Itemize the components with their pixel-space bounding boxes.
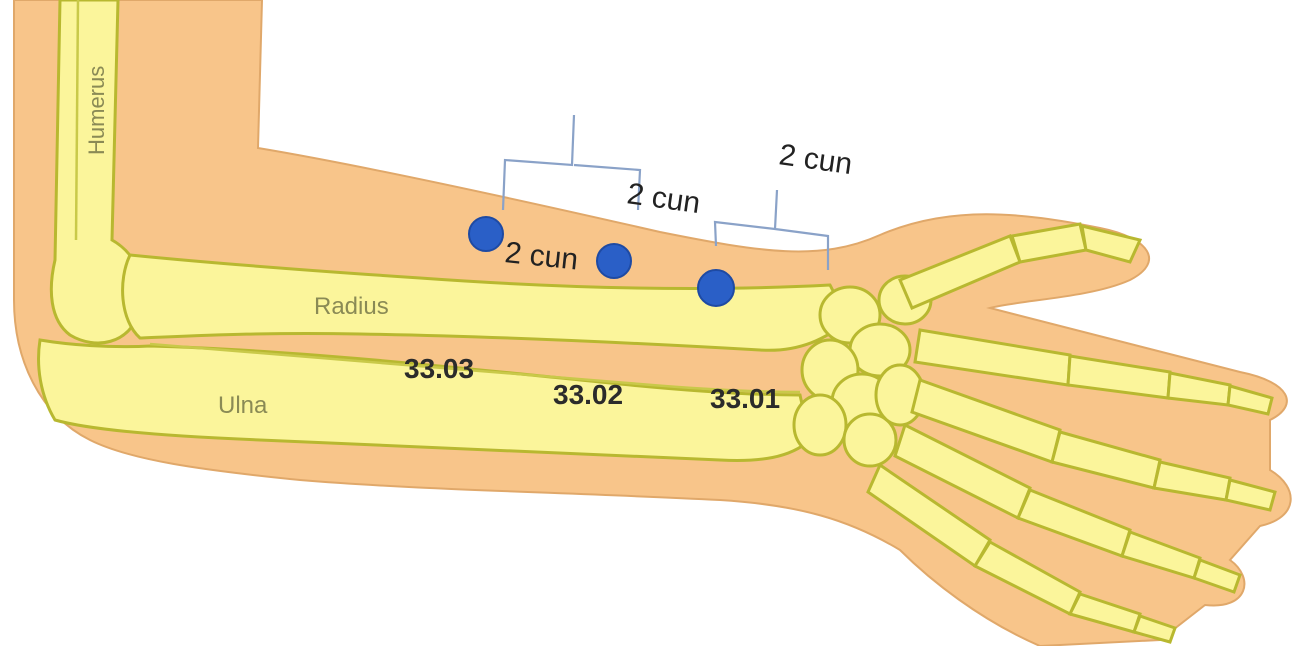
cun-label-3: 2 cun bbox=[777, 138, 854, 181]
acupoint-marker-33-01 bbox=[698, 270, 734, 306]
humerus-label: Humerus bbox=[84, 66, 109, 155]
radius-label: Radius bbox=[314, 293, 389, 320]
point-label-33-03: 33.03 bbox=[404, 353, 474, 384]
point-label-33-01: 33.01 bbox=[710, 383, 780, 414]
point-label-33-02: 33.02 bbox=[553, 379, 623, 410]
ulna-label: Ulna bbox=[218, 392, 268, 419]
acupoint-marker-33-02 bbox=[597, 244, 631, 278]
cun-label-2: 2 cun bbox=[625, 177, 702, 220]
bracket-upper bbox=[503, 115, 640, 210]
acupoint-marker-33-03 bbox=[469, 217, 503, 251]
